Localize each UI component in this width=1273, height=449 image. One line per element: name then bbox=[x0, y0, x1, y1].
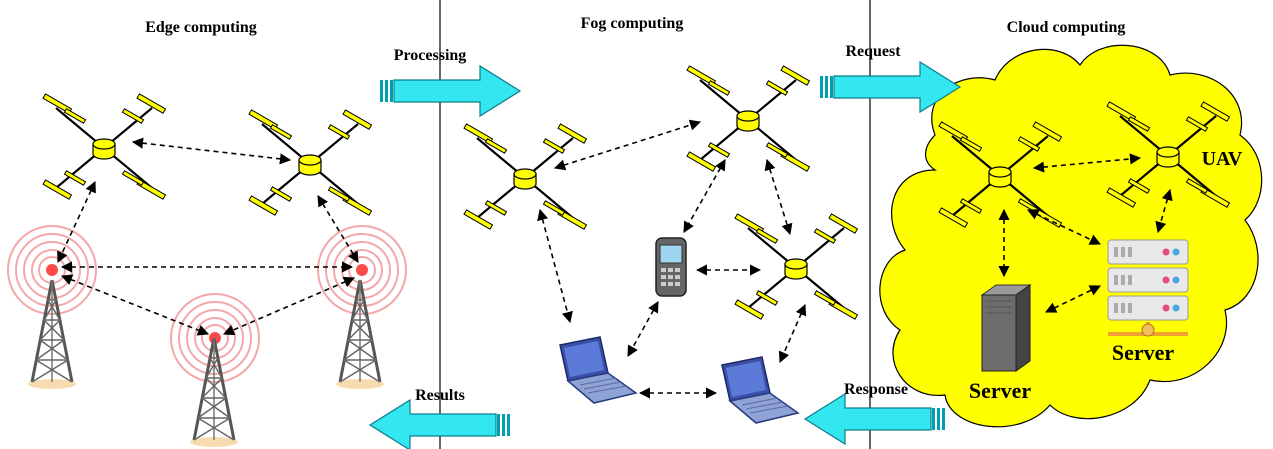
edge-signal-right bbox=[317, 225, 407, 315]
edge-computing-title: Edge computing bbox=[145, 19, 257, 36]
fog-links bbox=[537, 119, 807, 399]
results-label: Results bbox=[415, 387, 465, 404]
processing-label: Processing bbox=[394, 47, 467, 64]
processing-arrow bbox=[379, 65, 521, 117]
tower-server-icon bbox=[980, 284, 1032, 372]
edge-section bbox=[7, 92, 407, 449]
fog-drone-left bbox=[462, 122, 588, 231]
rack-server-icon bbox=[1107, 239, 1189, 337]
phone-icon bbox=[655, 237, 687, 297]
edge-drone-1 bbox=[41, 92, 167, 201]
response-label: Response bbox=[844, 381, 908, 398]
edge-tower-left bbox=[26, 278, 78, 391]
edge-links bbox=[57, 137, 359, 336]
edge-tower-right bbox=[334, 278, 386, 391]
edge-drone-2 bbox=[247, 108, 373, 217]
fog-computing-title: Fog computing bbox=[581, 15, 684, 32]
response-arrow bbox=[804, 393, 946, 445]
cloud-computing-title: Cloud computing bbox=[1007, 19, 1126, 36]
laptop-icon-left bbox=[559, 336, 637, 404]
fog-section bbox=[462, 64, 859, 424]
uav-label: UAV bbox=[1202, 148, 1243, 170]
laptop-icon-right bbox=[721, 356, 799, 424]
fog-drone-top bbox=[685, 64, 811, 173]
cloud-section: UAV Server bbox=[937, 100, 1243, 403]
tower-server-label: Server bbox=[969, 378, 1032, 403]
request-label: Request bbox=[845, 43, 901, 60]
edge-tower-bottom bbox=[188, 336, 240, 449]
cloud-links bbox=[998, 153, 1173, 313]
fog-drone-right bbox=[733, 212, 859, 321]
rack-server-label: Server bbox=[1112, 340, 1175, 365]
